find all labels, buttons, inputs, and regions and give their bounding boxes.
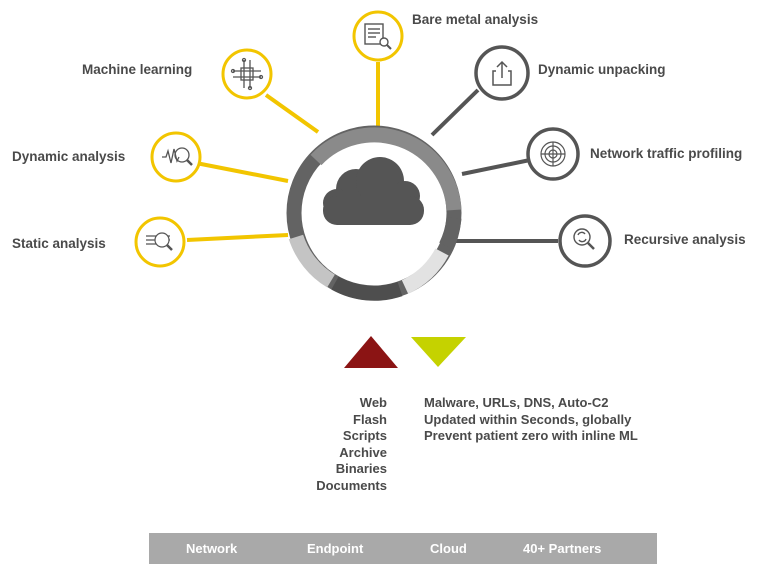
node-label-dynamic-unpacking: Dynamic unpacking — [538, 62, 666, 77]
node-bare-metal — [352, 10, 404, 62]
input-type: Archive — [339, 444, 387, 460]
bar-item-partners: 40+ Partners — [523, 541, 602, 556]
node-network-traffic — [526, 127, 580, 181]
node-label-bare-metal: Bare metal analysis — [412, 12, 539, 27]
recursive-magnifier-icon — [573, 228, 595, 250]
node-dynamic-analysis — [150, 131, 202, 183]
node-label-machine-learning: Machine learning — [82, 62, 193, 77]
output-item: Prevent patient zero with inline ML — [424, 428, 638, 443]
node-machine-learning — [221, 48, 273, 100]
center-ring — [286, 125, 462, 301]
output-item: Malware, URLs, DNS, Auto-C2 — [424, 395, 609, 410]
node-recursive-analysis — [558, 214, 612, 268]
server-magnifier-icon — [364, 23, 392, 50]
input-type: Flash — [353, 411, 387, 427]
up-triangle-icon — [344, 336, 398, 368]
node-label-network-traffic: Network traffic profiling — [590, 146, 743, 161]
connector-machine-learning — [264, 93, 320, 134]
share-upload-icon — [492, 60, 512, 86]
node-static-analysis — [134, 216, 186, 268]
input-type: Documents — [316, 477, 387, 493]
connector-network-traffic — [461, 158, 531, 176]
input-type: Scripts — [342, 428, 387, 443]
input-types-list: Web Flash Scripts Archive Binaries Docum… — [316, 395, 387, 494]
output-item: Updated within Seconds, globally — [424, 411, 632, 427]
down-triangle-icon — [411, 337, 466, 367]
input-type: Binaries — [335, 461, 387, 476]
cloud-icon — [323, 157, 424, 225]
connector-dynamic-unpacking — [430, 88, 480, 137]
connector-static-analysis — [186, 233, 289, 242]
input-type: Web — [359, 395, 387, 410]
output-list: Malware, URLs, DNS, Auto-C2 Updated with… — [424, 395, 638, 445]
node-label-dynamic-analysis: Dynamic analysis — [12, 149, 126, 164]
neural-network-icon — [230, 57, 264, 91]
connector-dynamic-analysis — [195, 161, 289, 183]
deployment-bar: Network Endpoint Cloud 40+ Partners — [149, 533, 657, 564]
radar-icon — [540, 141, 566, 167]
document-magnifier-icon — [146, 232, 173, 251]
node-label-static-analysis: Static analysis — [12, 236, 106, 251]
node-dynamic-unpacking — [474, 45, 530, 101]
bar-item-endpoint: Endpoint — [307, 541, 364, 556]
node-label-recursive-analysis: Recursive analysis — [624, 232, 746, 247]
waveform-magnifier-icon — [162, 147, 193, 166]
bar-item-network: Network — [186, 541, 238, 556]
bar-item-cloud: Cloud — [430, 541, 467, 556]
